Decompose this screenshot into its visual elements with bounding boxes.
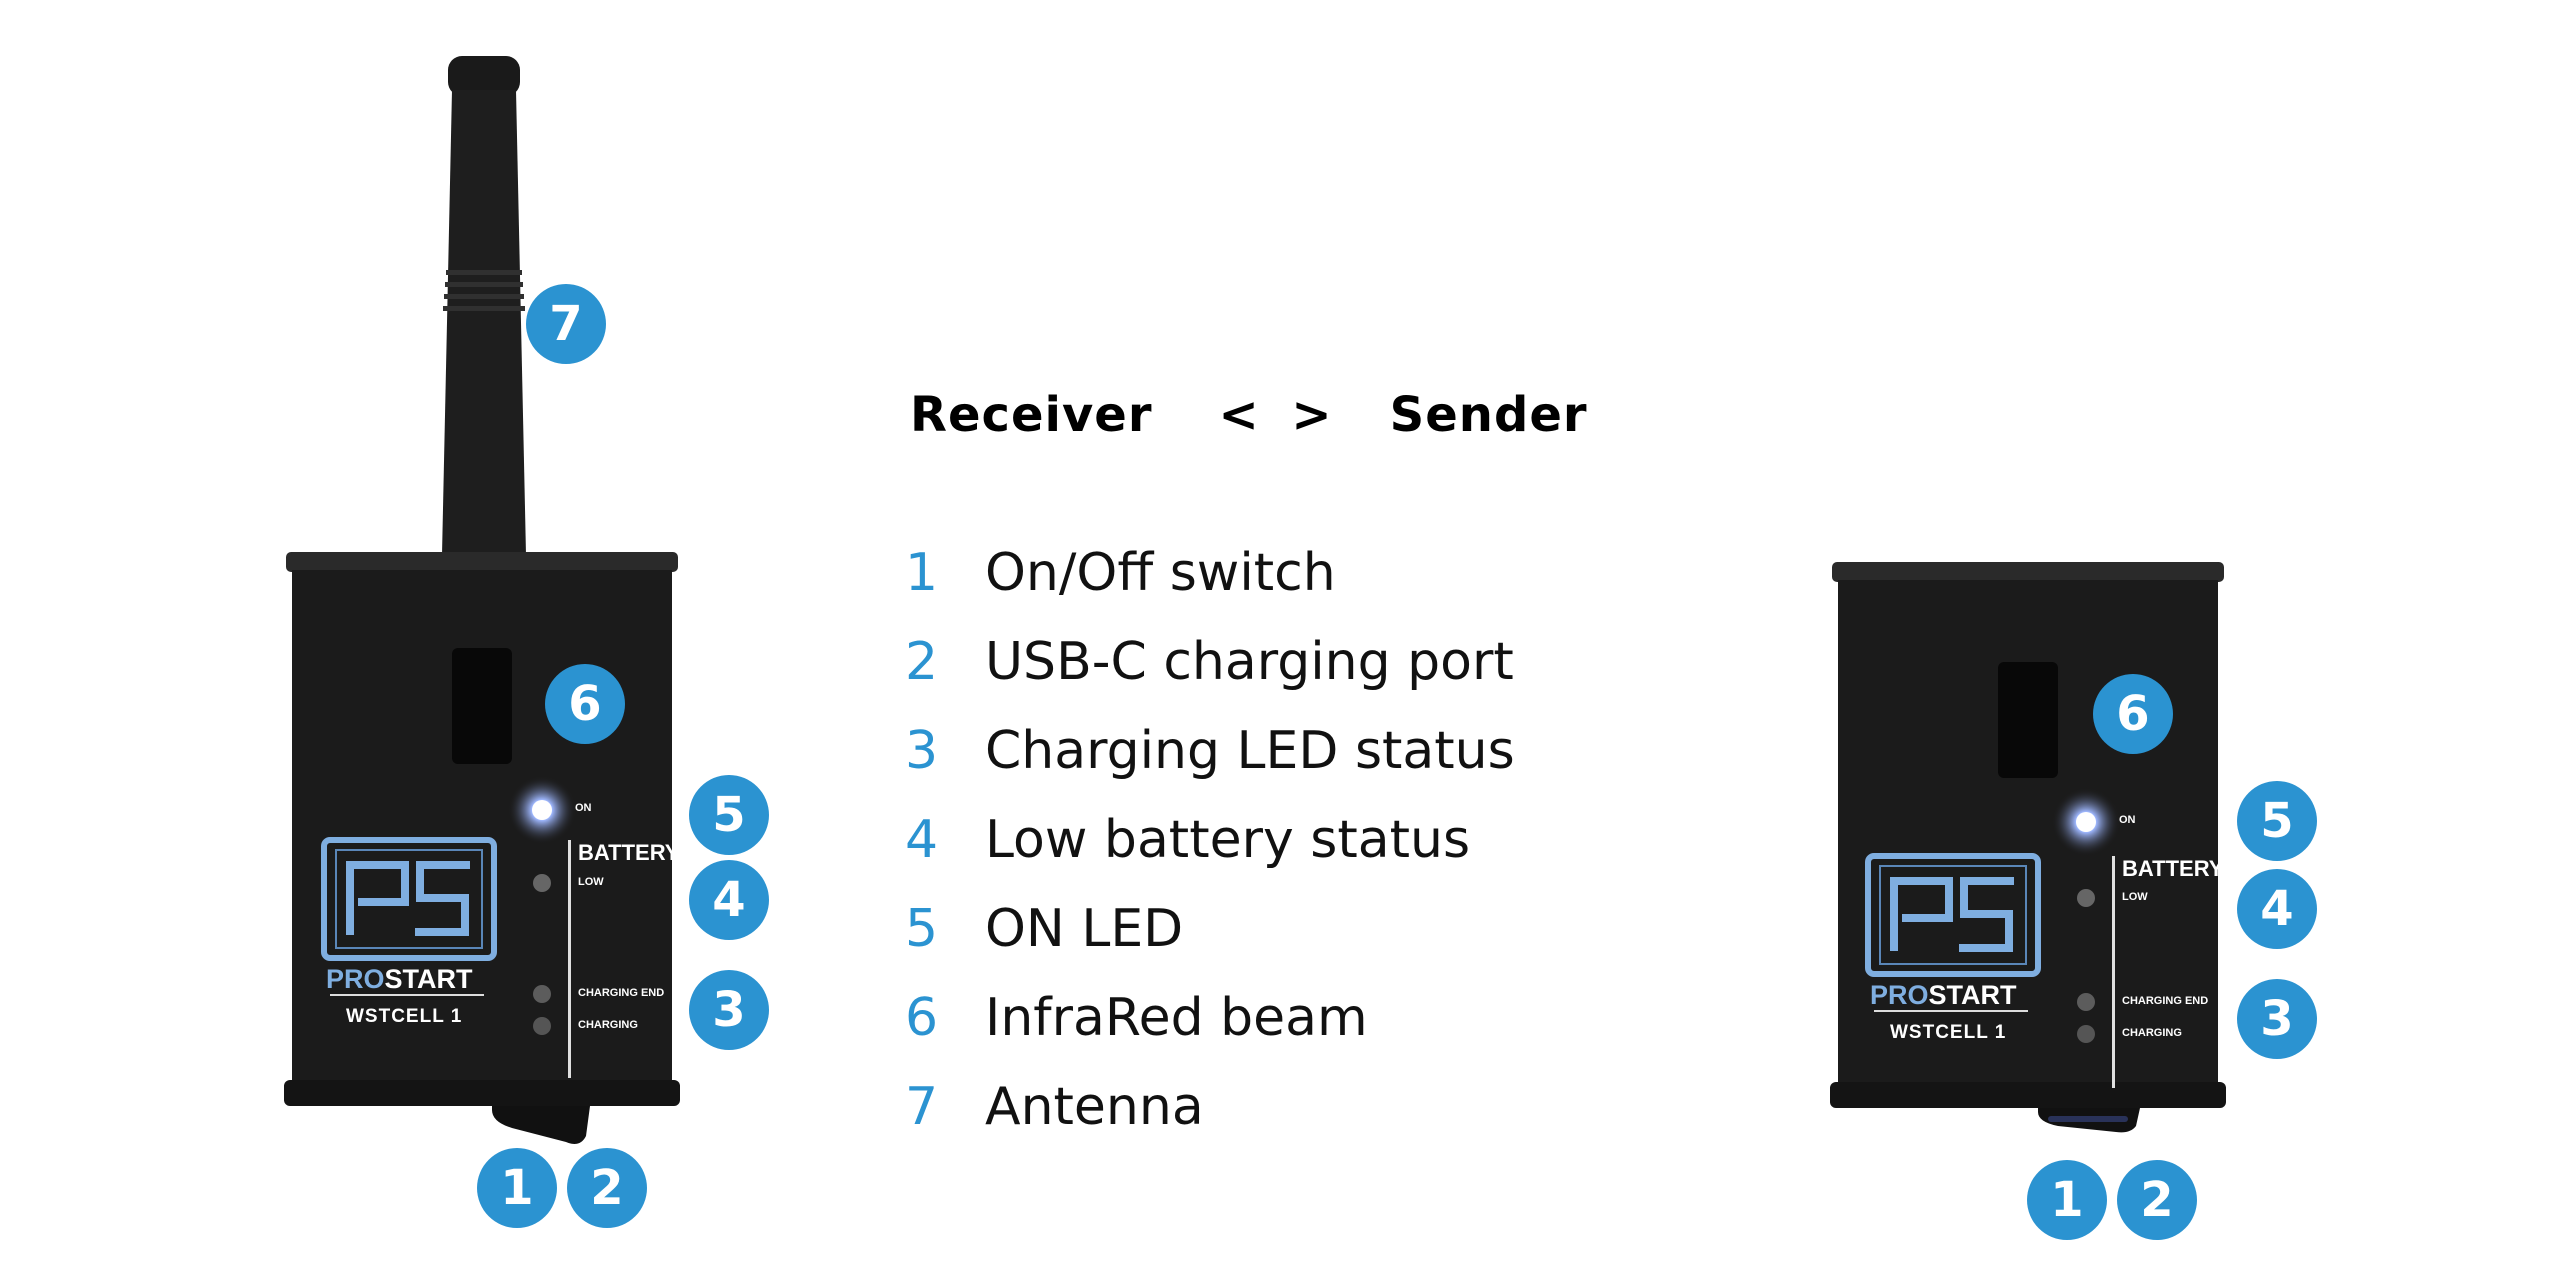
- charging-led: [2077, 1025, 2095, 1043]
- brand-start: START: [384, 964, 473, 994]
- low-battery-led: [533, 874, 551, 892]
- heading-arrows: < >: [1218, 387, 1340, 443]
- model-underline: [1874, 1010, 2028, 1012]
- page-heading: Receiver < > Sender: [910, 380, 1588, 450]
- receiver-device: PS PROSTART WSTCELL 1 ON BATTERY LOW CHA…: [280, 50, 700, 1150]
- model-underline: [330, 994, 484, 996]
- legend-number: 6: [905, 987, 939, 1048]
- prostart-logo-icon: [321, 837, 497, 961]
- charging-led: [533, 1017, 551, 1035]
- low-label: LOW: [2122, 891, 2148, 903]
- receiver-badge-7: 7: [526, 284, 606, 364]
- on-off-switch-icon[interactable]: [492, 1106, 590, 1144]
- sender-illustration: [1830, 562, 2226, 1133]
- receiver-illustration: [284, 56, 680, 1144]
- brand-start: START: [1928, 980, 2017, 1010]
- infrared-window: [452, 648, 512, 764]
- sender-device: PROSTART WSTCELL 1 ON BATTERY LOW CHARGI…: [1828, 560, 2248, 1160]
- legend-item: 7 Antenna: [905, 1062, 1515, 1151]
- brand-pro: PRO: [1870, 980, 1929, 1010]
- on-label: ON: [2119, 814, 2136, 826]
- legend-item: 6 InfraRed beam: [905, 973, 1515, 1062]
- charging-label: CHARGING: [2122, 1027, 2182, 1039]
- low-label: LOW: [578, 876, 604, 888]
- legend-item: 2 USB-C charging port: [905, 617, 1515, 706]
- on-led: [532, 800, 552, 820]
- legend-number: 3: [905, 720, 939, 781]
- on-led: [2076, 812, 2096, 832]
- legend-number: 1: [905, 542, 939, 603]
- sender-badge-4: 4: [2237, 869, 2317, 949]
- heading-receiver: Receiver: [910, 387, 1153, 443]
- charging-end-label: CHARGING END: [2122, 995, 2209, 1007]
- sender-badge-3: 3: [2237, 979, 2317, 1059]
- legend-label: Charging LED status: [985, 720, 1515, 781]
- receiver-badge-4: 4: [689, 860, 769, 940]
- legend-label: Antenna: [985, 1076, 1204, 1137]
- charging-end-led: [2077, 993, 2095, 1011]
- model-label: WSTCELL 1: [1890, 1022, 2007, 1043]
- receiver-badge-3: 3: [689, 970, 769, 1050]
- legend-item: 3 Charging LED status: [905, 706, 1515, 795]
- legend-number: 5: [905, 898, 939, 959]
- legend-label: ON LED: [985, 898, 1184, 959]
- heading-sender: Sender: [1389, 387, 1588, 443]
- legend-number: 7: [905, 1076, 939, 1137]
- legend-item: 5 ON LED: [905, 884, 1515, 973]
- receiver-badge-5: 5: [689, 775, 769, 855]
- legend-number: 4: [905, 809, 939, 870]
- legend-item: 1 On/Off switch: [905, 528, 1515, 617]
- legend-label: Low battery status: [985, 809, 1471, 870]
- charging-label: CHARGING: [578, 1019, 638, 1031]
- brand-pro: PRO: [326, 964, 385, 994]
- receiver-body: [284, 552, 680, 1106]
- low-battery-led: [2077, 889, 2095, 907]
- on-off-switch-icon[interactable]: [2038, 1108, 2140, 1133]
- battery-separator: [568, 840, 571, 1078]
- on-label: ON: [575, 802, 592, 814]
- sender-badge-6: 6: [2093, 674, 2173, 754]
- legend-item: 4 Low battery status: [905, 795, 1515, 884]
- receiver-badge-1: 1: [477, 1148, 557, 1228]
- brand-name: PROSTART: [326, 964, 473, 995]
- antenna-icon: [442, 56, 526, 555]
- battery-separator: [2112, 856, 2115, 1088]
- legend-label: USB-C charging port: [985, 631, 1514, 692]
- sender-badge-1: 1: [2027, 1160, 2107, 1240]
- sender-badge-5: 5: [2237, 781, 2317, 861]
- receiver-badge-6: 6: [545, 664, 625, 744]
- legend-list: 1 On/Off switch 2 USB-C charging port 3 …: [905, 528, 1515, 1151]
- battery-label: BATTERY: [578, 840, 680, 865]
- charging-end-led: [533, 985, 551, 1003]
- sender-badge-2: 2: [2117, 1160, 2197, 1240]
- legend-label: On/Off switch: [985, 542, 1336, 603]
- model-label: WSTCELL 1: [346, 1006, 463, 1027]
- infrared-window: [1998, 662, 2058, 778]
- legend-number: 2: [905, 631, 939, 692]
- brand-name: PROSTART: [1870, 980, 2017, 1011]
- battery-label: BATTERY: [2122, 856, 2224, 881]
- charging-end-label: CHARGING END: [578, 987, 665, 999]
- receiver-badge-2: 2: [567, 1148, 647, 1228]
- prostart-logo-icon: [1865, 853, 2041, 977]
- legend-label: InfraRed beam: [985, 987, 1368, 1048]
